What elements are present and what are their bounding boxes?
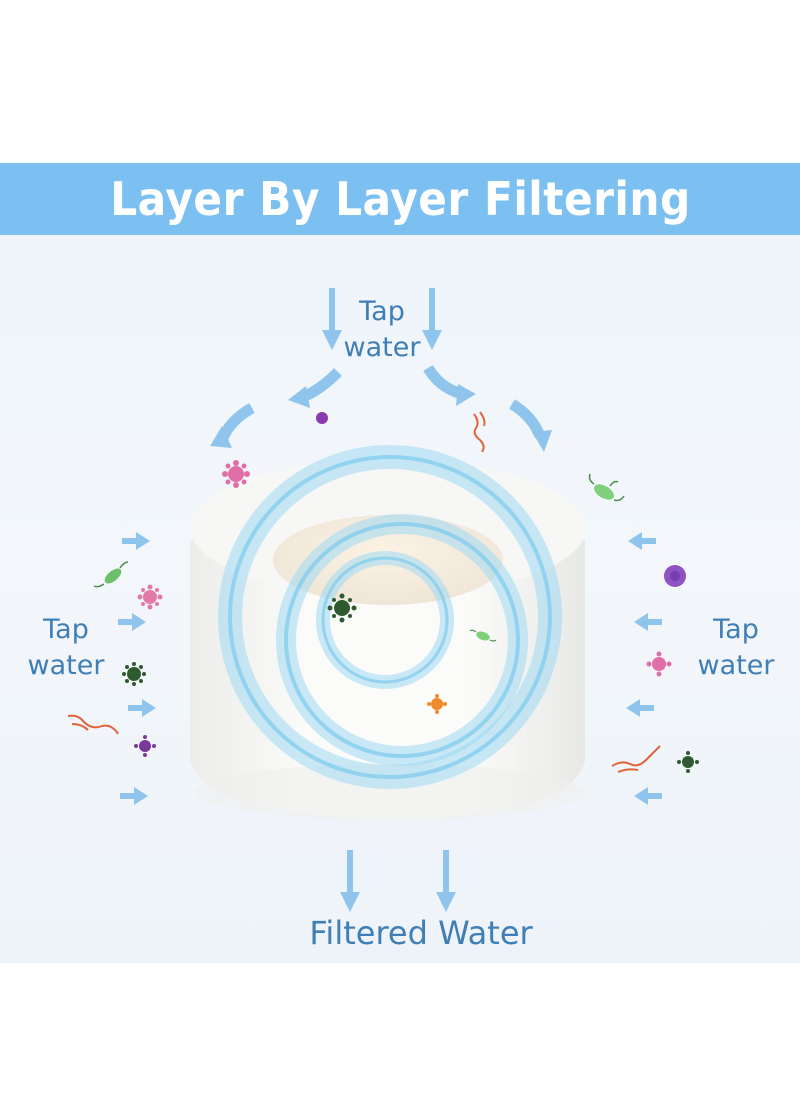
right-arrow-icon (122, 532, 150, 550)
label-line: water (343, 332, 421, 363)
label-line: Tap (359, 296, 405, 327)
curved-arrow-head-icon (210, 426, 232, 448)
curved-arrows (216, 365, 546, 443)
virus-icon (222, 460, 250, 488)
bottom-outflow-arrows (340, 850, 456, 912)
right-arrow-icon (118, 613, 146, 631)
right-tap-water-label: Tap water (688, 612, 784, 684)
bacteria-icon (588, 473, 625, 502)
bottom-margin (0, 963, 800, 1096)
curved-arrow-icon (423, 365, 464, 400)
worm-icon (611, 745, 661, 773)
worm-icon (473, 411, 486, 453)
virus-icon (327, 593, 357, 623)
left-arrow-icon (628, 532, 656, 550)
label-line: water (697, 650, 775, 681)
left-arrow-icon (634, 787, 662, 805)
virus-icon (134, 735, 156, 757)
down-arrow-icon (340, 850, 360, 912)
title-banner: Layer By Layer Filtering (0, 163, 800, 235)
virus-icon (137, 584, 163, 610)
left-arrow-icon (634, 613, 662, 631)
label-line: Tap (43, 614, 89, 645)
filter-layers (218, 445, 562, 789)
bacteria-icon (469, 629, 497, 642)
right-arrow-icon (120, 787, 148, 805)
top-tap-water-label: Tap water (334, 294, 430, 366)
page-title: Layer By Layer Filtering (109, 172, 691, 226)
curved-arrow-head-icon (288, 386, 310, 408)
particle-icon (316, 412, 328, 424)
left-arrow-icon (626, 699, 654, 717)
label-line: water (27, 650, 105, 681)
down-arrow-icon (436, 850, 456, 912)
virus-icon (122, 662, 146, 686)
bacteria-icon (93, 561, 129, 588)
left-tap-water-label: Tap water (18, 612, 114, 684)
curved-arrow-head-icon (456, 384, 476, 406)
virus-icon (646, 651, 672, 677)
filtered-water-label: Filtered Water (309, 914, 533, 952)
curved-arrow-icon (216, 403, 255, 443)
curved-arrow-icon (509, 399, 546, 439)
virus-icon (427, 694, 447, 714)
virus-icon (677, 751, 699, 773)
right-arrow-icon (128, 699, 156, 717)
worm-icon (67, 714, 119, 735)
contaminants (67, 411, 699, 773)
label-line: Tap (713, 614, 759, 645)
curved-arrow-head-icon (532, 430, 552, 452)
